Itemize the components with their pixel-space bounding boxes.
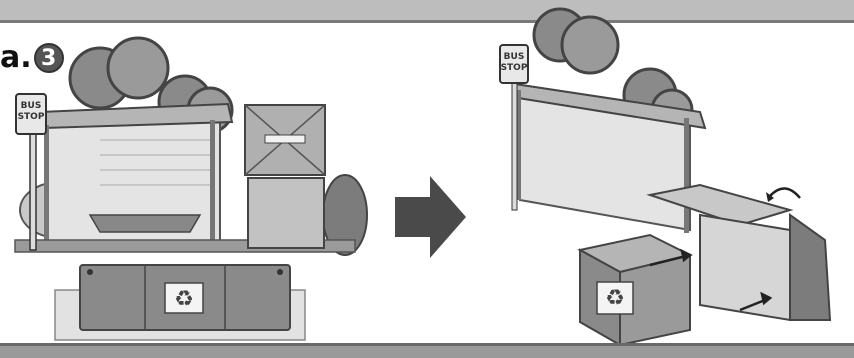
sign-text-bus-right: BUS [504, 52, 525, 62]
bottom-illustration-strip [0, 343, 854, 358]
recycle-icon-right: ♻ [605, 286, 625, 311]
bin-side-panel [700, 215, 790, 320]
sign-text-stop-right: STOP [501, 63, 528, 73]
bush-right [790, 215, 830, 320]
